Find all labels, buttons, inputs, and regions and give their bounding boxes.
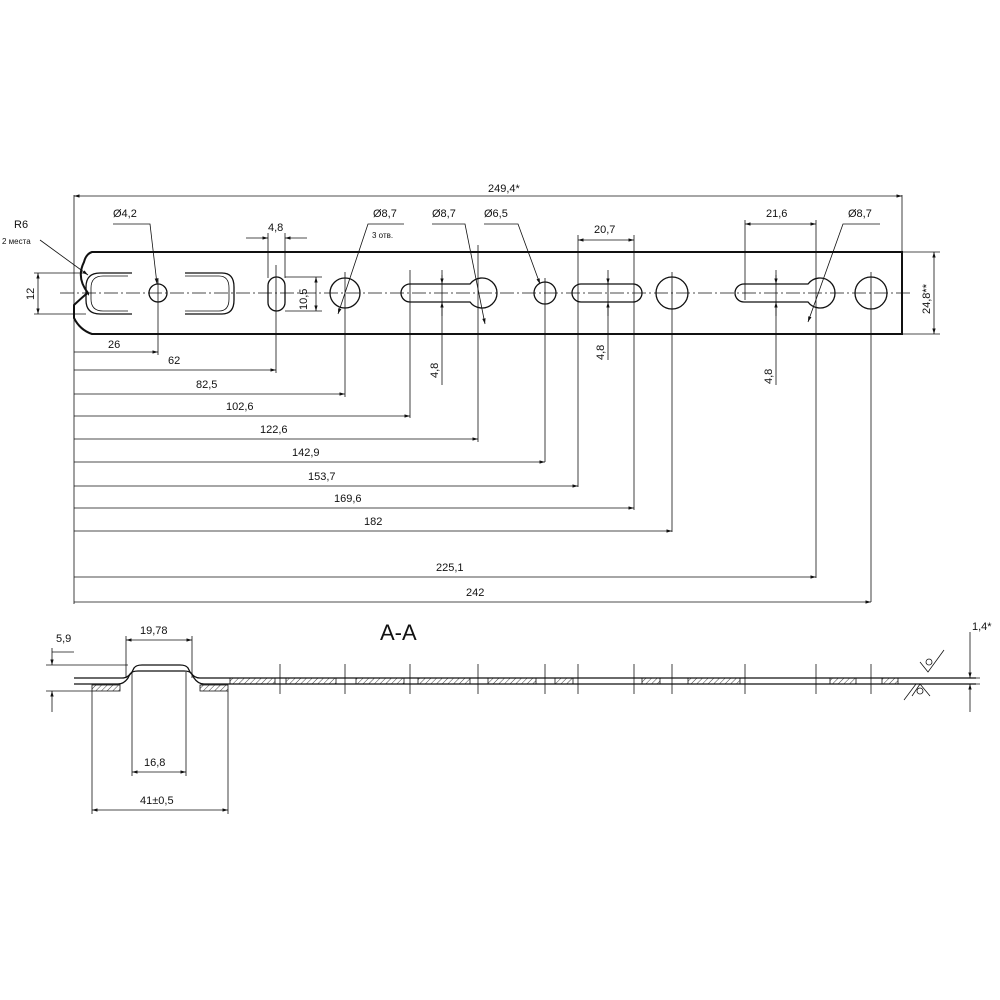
hole-87a-label: Ø8,7 xyxy=(373,208,397,220)
height-label: 24,8** xyxy=(921,283,933,314)
overall-length-label: 249,4* xyxy=(488,183,521,195)
hole-87c-label: Ø8,7 xyxy=(848,208,872,220)
chain-dim-169-6: 169,6 xyxy=(334,493,362,505)
chain-dim-242: 242 xyxy=(466,587,484,599)
chain-dim-26: 26 xyxy=(108,339,120,351)
hole-42-label: Ø4,2 xyxy=(113,208,137,220)
chain-dimensions: 26 62 82,5 102,6 122,6 142,9 153,7 169,6… xyxy=(74,339,871,604)
dim-16-8-label: 16,8 xyxy=(144,757,165,769)
dim-19-78-label: 19,78 xyxy=(140,625,168,637)
slot-height-label: 10,5 xyxy=(298,289,310,310)
vert-48-b-label: 4,8 xyxy=(595,345,607,360)
vertical-slot xyxy=(267,276,286,312)
chain-dim-182: 182 xyxy=(364,516,382,528)
keyhole-slot-2 xyxy=(734,277,836,309)
slot-216-label: 21,6 xyxy=(766,208,787,220)
vert-48-c-label: 4,8 xyxy=(763,369,775,384)
section-profile xyxy=(74,664,976,679)
left-height-label: 12 xyxy=(25,288,37,300)
section-view: A-A xyxy=(46,620,992,814)
chain-dim-142-9: 142,9 xyxy=(292,447,320,459)
long-slot xyxy=(571,283,643,303)
chain-dim-153-7: 153,7 xyxy=(308,471,336,483)
section-hatch xyxy=(91,677,899,692)
bracket-cut xyxy=(185,272,235,315)
hole-87b-label: Ø8,7 xyxy=(432,208,456,220)
surface-mark-bottom xyxy=(903,683,931,701)
dim-5-9-label: 5,9 xyxy=(56,633,71,645)
dim-1-4-label: 1,4* xyxy=(972,621,992,633)
radius-label: R6 xyxy=(14,219,28,231)
keyhole-slot-1 xyxy=(400,277,498,309)
vert-48-a-label: 4,8 xyxy=(429,363,441,378)
top-view: 249,4* 24,8** 12 R6 2 места Ø4,2 4,8 10,… xyxy=(2,183,940,604)
left-tab xyxy=(85,272,132,315)
chain-dim-102-6: 102,6 xyxy=(226,401,254,413)
slot-207-label: 20,7 xyxy=(594,224,615,236)
radius-note: 2 места xyxy=(2,237,31,246)
chain-dim-82-5: 82,5 xyxy=(196,379,217,391)
surface-mark-top xyxy=(919,649,945,673)
chain-dim-122-6: 122,6 xyxy=(260,424,288,436)
dim-41-label: 41±0,5 xyxy=(140,795,174,807)
chain-dim-225-1: 225,1 xyxy=(436,562,464,574)
hole-65-label: Ø6,5 xyxy=(484,208,508,220)
slot-width-label: 4,8 xyxy=(268,222,283,234)
chain-dim-62: 62 xyxy=(168,355,180,367)
hole-87a-note: 3 отв. xyxy=(372,231,393,240)
section-title: A-A xyxy=(380,620,417,645)
